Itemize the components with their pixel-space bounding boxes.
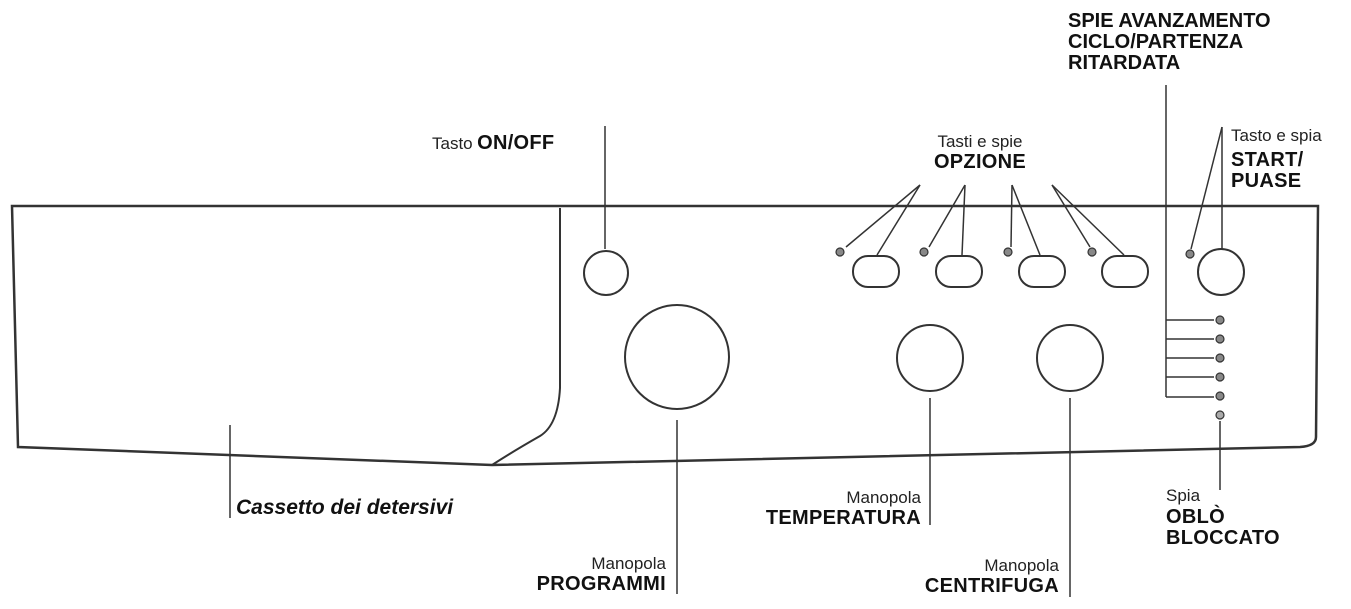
temperature-knob-label-line2: TEMPERATURA <box>765 507 921 529</box>
start-pause-label-line1: Tasto e spia <box>1231 126 1322 145</box>
temperature-knob[interactable] <box>896 324 964 392</box>
option-button-2[interactable] <box>935 255 983 288</box>
option-led-2 <box>919 247 929 257</box>
cycle-led-5 <box>1215 391 1225 401</box>
option-button-3[interactable] <box>1018 255 1066 288</box>
spin-knob-label-line2: CENTRIFUGA <box>924 575 1059 597</box>
cycle-led-3 <box>1215 353 1225 363</box>
onoff-label: Tasto ON/OFF <box>432 133 554 153</box>
start-led <box>1185 249 1195 259</box>
door-lock-label-line1: Spia <box>1166 486 1201 505</box>
program-knob-label-line2: PROGRAMMI <box>536 573 666 595</box>
option-led-3 <box>1003 247 1013 257</box>
option-led-4 <box>1087 247 1097 257</box>
start-pause-label-line3: PUASE <box>1231 170 1302 192</box>
onoff-button[interactable] <box>583 250 629 296</box>
cycle-progress-label-line3: RITARDATA <box>1068 52 1181 74</box>
cycle-led-1 <box>1215 315 1225 325</box>
spin-knob-label: Manopola CENTRIFUGA <box>925 557 1059 596</box>
door-lock-label: Spia OBLÒ BLOCCATO <box>1166 487 1280 548</box>
option-button-4[interactable] <box>1101 255 1149 288</box>
cycle-progress-label: SPIE AVANZAMENTO CICLO/PARTENZA RITARDAT… <box>1068 11 1271 74</box>
start-pause-label: Tasto e spia START/ PUASE <box>1231 127 1322 191</box>
cycle-led-2 <box>1215 334 1225 344</box>
start-pause-label-line2: START/ <box>1231 149 1304 171</box>
spin-knob-label-line1: Manopola <box>984 556 1059 575</box>
door-lock-label-line3: BLOCCATO <box>1166 527 1280 549</box>
cycle-led-4 <box>1215 372 1225 382</box>
cycle-progress-label-line1: SPIE AVANZAMENTO <box>1068 10 1271 32</box>
detergent-drawer-label: Cassetto dei detersivi <box>236 496 454 519</box>
leader-lines <box>229 85 1223 597</box>
option-label-line1: Tasti e spie <box>937 132 1023 151</box>
option-button-1[interactable] <box>852 255 900 288</box>
spin-knob[interactable] <box>1036 324 1104 392</box>
option-led-1 <box>835 247 845 257</box>
option-label: Tasti e spie OPZIONE <box>905 133 1055 172</box>
option-label-line2: OPZIONE <box>933 151 1027 173</box>
door-lock-label-line2: OBLÒ <box>1166 506 1225 528</box>
start-pause-button[interactable] <box>1197 248 1245 296</box>
onoff-label-name: ON/OFF <box>477 132 555 154</box>
door-lock-led <box>1215 410 1225 420</box>
drawer-divider <box>491 208 561 466</box>
cycle-progress-label-line2: CICLO/PARTENZA <box>1068 31 1244 53</box>
program-knob-label-line1: Manopola <box>591 554 666 573</box>
program-knob[interactable] <box>624 304 730 410</box>
temperature-knob-label-line1: Manopola <box>846 488 921 507</box>
program-knob-label: Manopola PROGRAMMI <box>537 555 666 594</box>
onoff-label-prefix: Tasto <box>432 134 473 153</box>
temperature-knob-label: Manopola TEMPERATURA <box>766 489 921 528</box>
